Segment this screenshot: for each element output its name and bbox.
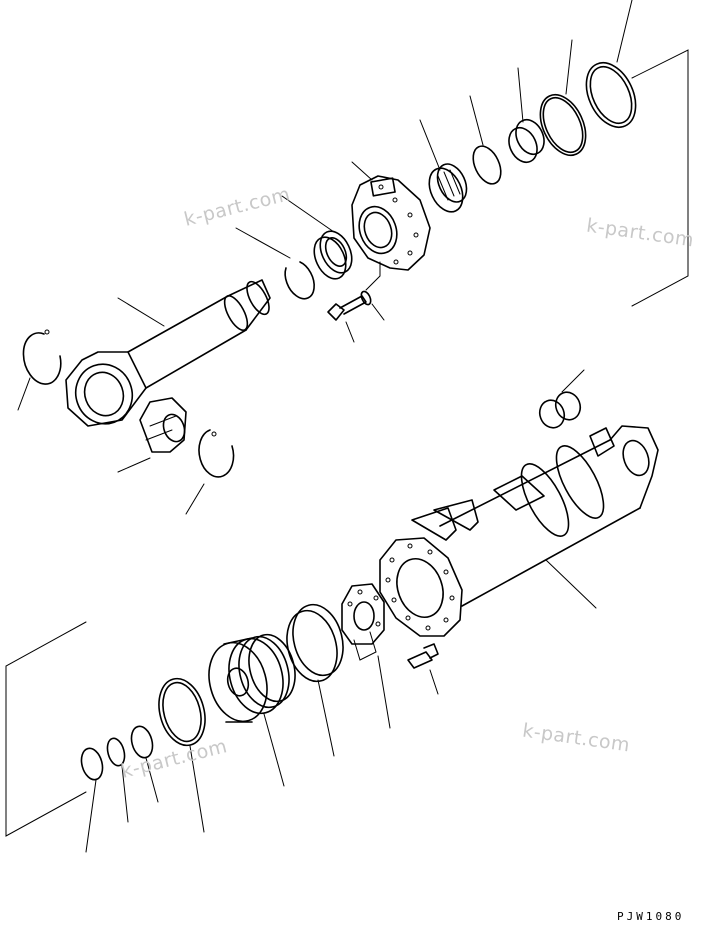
- wear-ring: [158, 677, 206, 833]
- tube-bolt: [407, 643, 439, 695]
- bushing-small: [508, 67, 545, 164]
- snap-ring-bearing: [185, 429, 235, 515]
- seal-ring-3: [80, 747, 104, 853]
- snap-ring-rod: [235, 227, 315, 300]
- piston-nut: [341, 583, 391, 729]
- cylinder-tube: [379, 425, 659, 637]
- rod-packing: [419, 119, 468, 213]
- head-bolt: [327, 261, 385, 343]
- piston: [208, 633, 296, 787]
- top-group-bracket: [631, 49, 689, 307]
- drawing-code: PJW1080: [617, 910, 685, 923]
- o-ring-large: [585, 0, 637, 128]
- cylinder-head: [351, 161, 431, 271]
- backup-ring: [539, 39, 587, 157]
- piston-ring: [286, 603, 344, 757]
- seal-ring-1: [130, 725, 159, 803]
- spherical-bearing: [117, 397, 187, 473]
- rod-bushing: [281, 195, 353, 280]
- snap-ring-left: [17, 329, 62, 411]
- seal-ring-2: [106, 737, 129, 823]
- tube-bushing: [538, 369, 585, 429]
- piston-rod: [65, 279, 271, 427]
- snap-ring-top: [469, 95, 502, 185]
- bottom-group-bracket: [5, 621, 87, 837]
